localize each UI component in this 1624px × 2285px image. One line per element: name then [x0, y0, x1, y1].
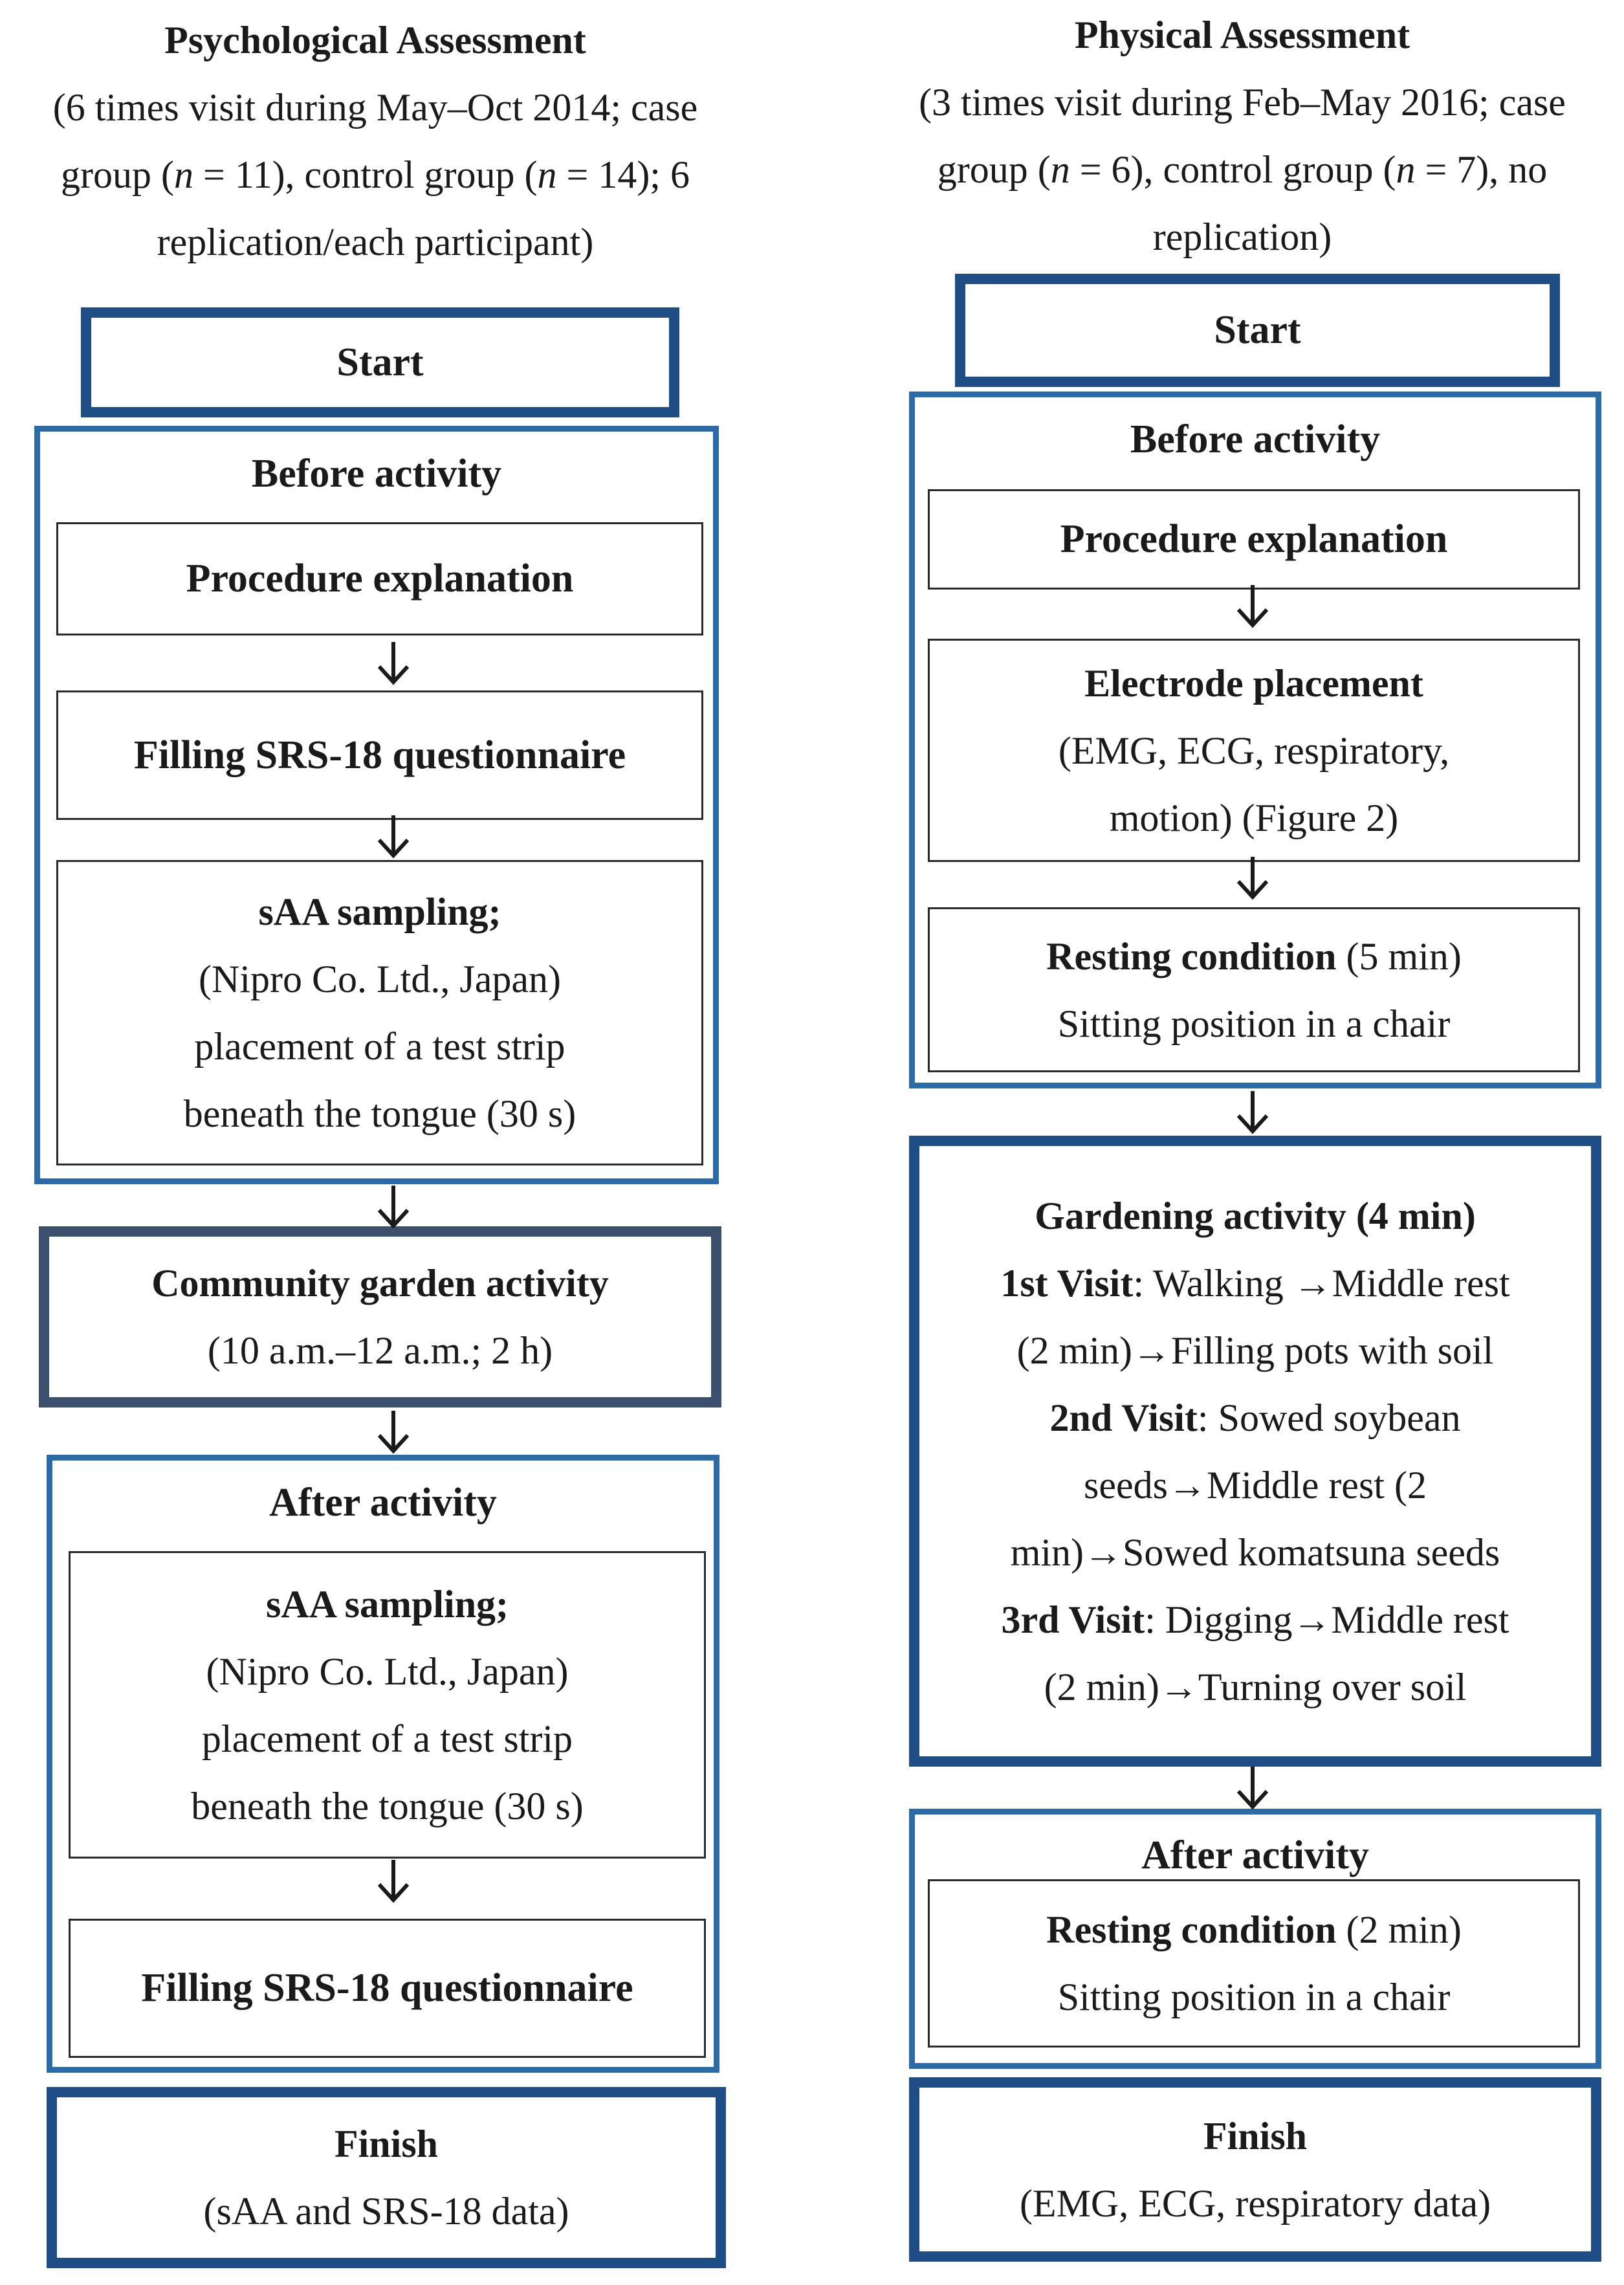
phys-after-title: After activity: [1141, 1833, 1369, 1877]
phys-before-container: Before activity Procedure explanation El…: [909, 392, 1601, 1088]
psych-after-container: After activity sAA sampling; (Nipro Co. …: [47, 1455, 719, 2073]
phys-procedure-box: Procedure explanation: [928, 489, 1580, 590]
arrow-down-icon: [377, 1186, 410, 1229]
phys-electrode-box: Electrode placement (EMG, ECG, respirato…: [928, 639, 1580, 862]
phys-subtitle-3: replication): [1152, 215, 1332, 258]
psych-saa1-line1: (Nipro Co. Ltd., Japan): [199, 958, 561, 1000]
phys-procedure-label: Procedure explanation: [1060, 517, 1448, 561]
psych-procedure-box: Procedure explanation: [56, 522, 703, 635]
phys-v2-line1: 2nd Visit: Sowed soybean: [1049, 1396, 1461, 1439]
psych-finish-sub: (sAA and SRS-18 data): [203, 2190, 569, 2233]
psych-saa1-title: sAA sampling;: [258, 890, 501, 933]
phys-resting2-box: Resting condition (2 min) Sitting positi…: [928, 1879, 1580, 2048]
phys-electrode-line1: (EMG, ECG, respiratory,: [1058, 729, 1450, 772]
phys-v3-line1: 3rd Visit: Digging→Middle rest: [1001, 1598, 1509, 1641]
psych-saa2-box: sAA sampling; (Nipro Co. Ltd., Japan) pl…: [69, 1551, 706, 1859]
phys-v1-line2: (2 min)→Filling pots with soil: [1016, 1329, 1494, 1372]
psych-community-box: Community garden activity (10 a.m.–12 a.…: [39, 1226, 721, 1407]
psych-before-title: Before activity: [251, 452, 502, 496]
phys-header: Physical Assessment (3 times visit durin…: [861, 1, 1624, 270]
psych-saa2-title: sAA sampling;: [265, 1582, 509, 1626]
psych-saa2-line3: beneath the tongue (30 s): [191, 1784, 584, 1827]
psych-filling1-box: Filling SRS-18 questionnaire: [56, 690, 703, 820]
psych-subtitle-1: (6 times visit during May–Oct 2014; case: [52, 86, 698, 129]
arrow-down-icon: [1236, 1091, 1269, 1134]
arrow-down-icon: [377, 1411, 410, 1454]
phys-electrode-title: Electrode placement: [1084, 661, 1423, 705]
phys-electrode-line2: motion) (Figure 2): [1109, 796, 1399, 839]
phys-garden-box: Gardening activity (4 min) 1st Visit: Wa…: [909, 1136, 1601, 1767]
phys-title: Physical Assessment: [1074, 14, 1410, 56]
psych-subtitle-3: replication/each participant): [157, 221, 594, 263]
phys-resting1-box: Resting condition (5 min) Sitting positi…: [928, 907, 1580, 1072]
psych-filling1-label: Filling SRS-18 questionnaire: [133, 733, 626, 777]
phys-finish-sub: (EMG, ECG, respiratory data): [1019, 2181, 1491, 2225]
phys-start-label: Start: [1214, 308, 1301, 352]
arrow-down-icon: [377, 642, 410, 685]
psych-saa1-box: sAA sampling; (Nipro Co. Ltd., Japan) pl…: [56, 860, 703, 1165]
arrow-down-icon: [377, 1860, 410, 1903]
psych-before-container: Before activity Procedure explanation Fi…: [34, 426, 719, 1184]
psych-community-title: Community garden activity: [151, 1262, 609, 1305]
psych-finish-box: Finish (sAA and SRS-18 data): [47, 2087, 726, 2268]
phys-v1-line1: 1st Visit: Walking →Middle rest: [1000, 1261, 1510, 1305]
psych-saa1-line2: placement of a test strip: [194, 1025, 565, 1068]
arrow-down-icon: [1236, 1767, 1269, 1810]
phys-resting2-line2: Sitting position in a chair: [1057, 1976, 1451, 2018]
psych-finish-label: Finish: [334, 2123, 439, 2165]
arrow-down-icon: [1236, 585, 1269, 628]
psych-community-sub: (10 a.m.–12 a.m.; 2 h): [207, 1329, 553, 1372]
phys-garden-title: Gardening activity (4 min): [1035, 1194, 1476, 1237]
arrow-down-icon: [1236, 857, 1269, 900]
phys-finish-box: Finish (EMG, ECG, respiratory data): [909, 2077, 1601, 2262]
psych-start-box: Start: [81, 307, 679, 417]
phys-resting1-line2: Sitting position in a chair: [1057, 1002, 1451, 1045]
phys-v2-line3: min)→Sowed komatsuna seeds: [1010, 1530, 1500, 1574]
psych-saa2-line1: (Nipro Co. Ltd., Japan): [206, 1650, 569, 1693]
phys-resting2-line1: Resting condition (2 min): [1046, 1908, 1462, 1951]
arrow-down-icon: [377, 815, 410, 859]
psych-saa2-line2: placement of a test strip: [201, 1717, 573, 1760]
psych-start-label: Start: [336, 340, 424, 384]
psych-procedure-label: Procedure explanation: [186, 557, 574, 601]
phys-start-box: Start: [955, 274, 1560, 387]
psych-header: Psychological Assessment (6 times visit …: [0, 6, 751, 276]
phys-v3-line2: (2 min)→Turning over soil: [1044, 1665, 1467, 1708]
psych-title: Psychological Assessment: [164, 19, 586, 61]
psych-filling2-box: Filling SRS-18 questionnaire: [69, 1919, 706, 2058]
psych-subtitle-2: group (n = 11), control group (n = 14); …: [61, 153, 690, 196]
phys-v2-line2: seeds→Middle rest (2: [1084, 1463, 1427, 1507]
psych-after-title: After activity: [269, 1481, 497, 1525]
psych-saa1-line3: beneath the tongue (30 s): [183, 1092, 576, 1135]
phys-finish-label: Finish: [1203, 2114, 1308, 2158]
phys-after-container: After activity Resting condition (2 min)…: [909, 1809, 1601, 2069]
psych-filling2-label: Filling SRS-18 questionnaire: [141, 1966, 633, 2010]
phys-resting1-line1: Resting condition (5 min): [1046, 934, 1462, 978]
phys-subtitle-1: (3 times visit during Feb–May 2016; case: [919, 81, 1566, 124]
phys-before-title: Before activity: [1130, 417, 1381, 461]
phys-subtitle-2: group (n = 6), control group (n = 7), no: [937, 148, 1548, 191]
